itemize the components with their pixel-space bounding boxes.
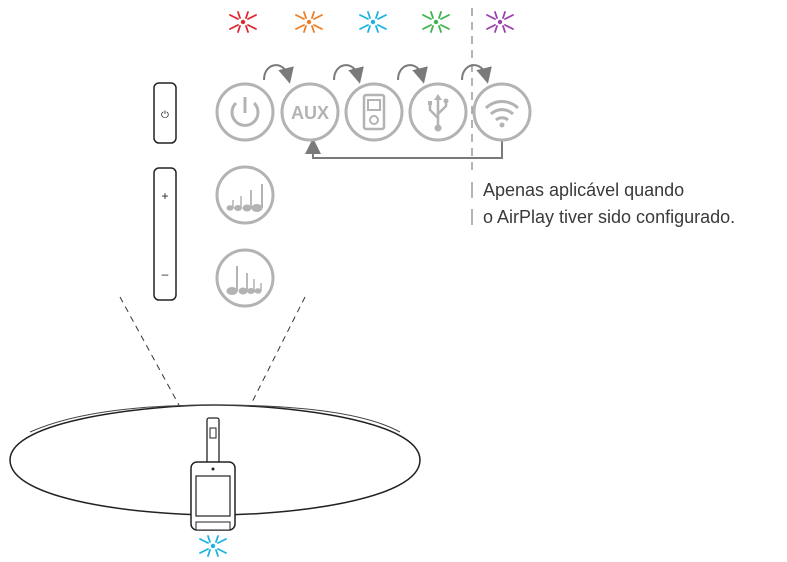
airplay-note-line1: Apenas aplicável quando — [483, 180, 685, 200]
dock-led-indicator — [199, 535, 227, 557]
power-icon — [215, 82, 275, 142]
led-cyan — [359, 11, 387, 33]
svg-text:–: – — [162, 267, 169, 281]
dock-led-cyan — [199, 535, 227, 557]
aux-icon: AUX — [280, 82, 340, 142]
volume-side-button: + – — [153, 167, 177, 301]
svg-text:AUX: AUX — [291, 103, 329, 123]
iphone-icon — [190, 461, 236, 531]
svg-text:+: + — [161, 189, 168, 203]
usb-icon — [408, 82, 468, 142]
return-loop-arrow — [305, 138, 503, 159]
led-purple — [486, 11, 514, 33]
wifi-icon — [472, 82, 532, 142]
led-green — [422, 11, 450, 33]
dock-connector — [206, 417, 220, 465]
volume-up-icon — [215, 165, 275, 225]
power-side-button: ⏻ — [153, 82, 177, 144]
led-red — [229, 11, 257, 33]
ipod-icon — [344, 82, 404, 142]
led-orange — [295, 11, 323, 33]
volume-down-icon — [215, 248, 275, 308]
airplay-note-line2: o AirPlay tiver sido configurado. — [483, 207, 736, 227]
cycle-arrows — [263, 64, 492, 84]
led-indicator-row — [229, 11, 514, 33]
svg-text:⏻: ⏻ — [161, 110, 169, 121]
